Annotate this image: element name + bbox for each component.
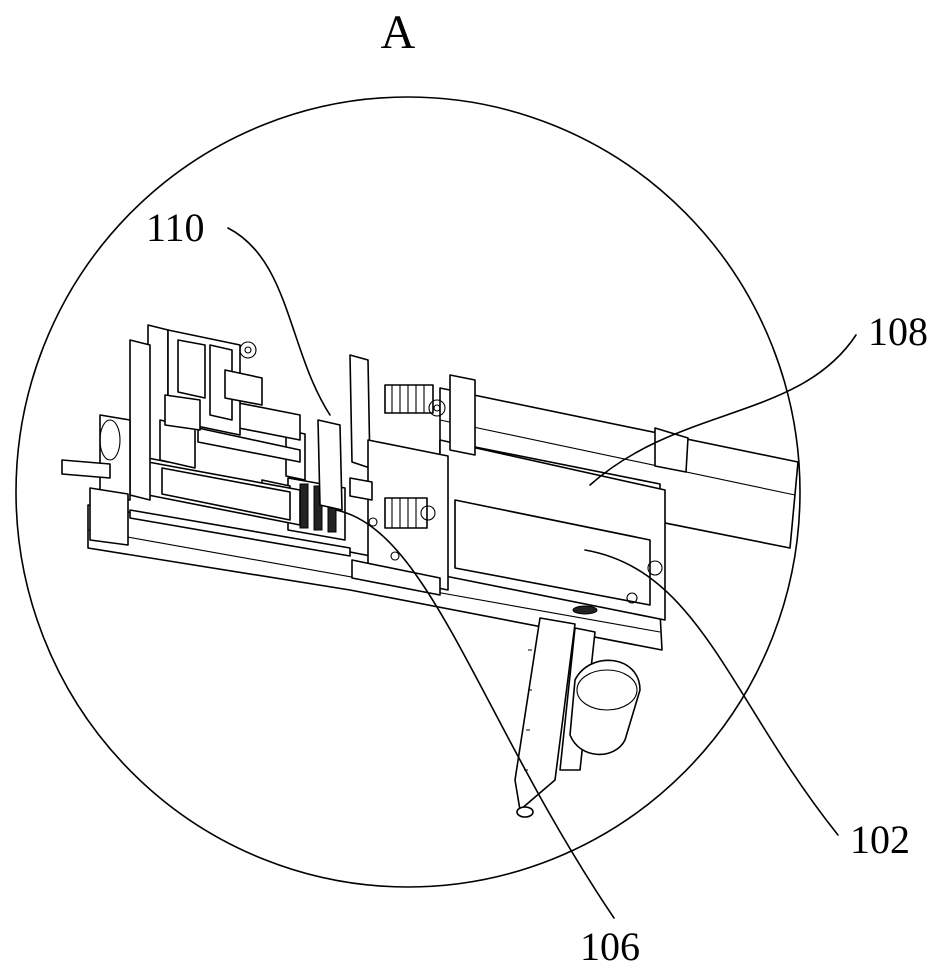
callout-108: 108: [868, 309, 928, 354]
spring-upper: [385, 385, 445, 416]
mechanism-assembly: [62, 325, 798, 817]
detail-view-title: A: [381, 6, 416, 59]
callout-106: 106: [580, 924, 640, 969]
callout-110: 110: [146, 205, 205, 250]
spring-lower: [385, 498, 435, 528]
callout-102: 102: [850, 817, 910, 862]
motor-cylinder: [570, 660, 640, 754]
